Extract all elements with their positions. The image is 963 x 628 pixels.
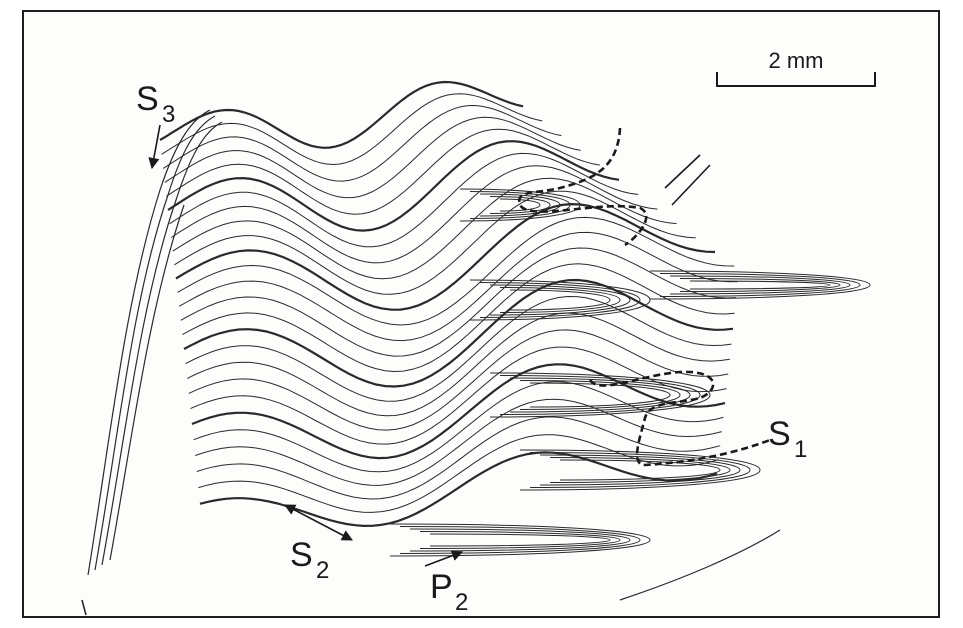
fold-layer-line — [163, 106, 561, 182]
fold-layer-line — [184, 280, 733, 387]
p2-arrow — [425, 552, 462, 566]
label-s1: S 1 — [768, 415, 807, 463]
fold-layer-line — [176, 204, 715, 310]
s3-trace-right — [665, 155, 710, 205]
fold-layer-line — [430, 534, 610, 546]
fold-layer-line — [160, 82, 523, 148]
label-p2: P 2 — [425, 552, 468, 616]
fold-layer-line — [690, 281, 830, 289]
p2-label-main: P — [430, 568, 453, 606]
fold-layer-line — [170, 153, 639, 246]
fold-layer-line — [189, 330, 728, 430]
p2-trace — [620, 530, 780, 600]
scale-bar: 2 mm — [717, 48, 875, 86]
fold-layer-line — [181, 248, 736, 356]
fold-layer-lines — [160, 82, 870, 556]
fold-layer-line — [520, 450, 760, 490]
fold-layer-line — [162, 94, 543, 165]
fold-layer-line — [187, 313, 730, 416]
scale-bar-label: 2 mm — [769, 48, 824, 73]
left-limb-lines — [82, 110, 222, 615]
s2-label-sub: 2 — [316, 557, 329, 584]
label-s3: S 3 — [136, 80, 175, 168]
fold-layer-line — [680, 279, 840, 292]
s3-label-sub: 3 — [162, 101, 175, 128]
fold-layer-line — [490, 285, 630, 315]
s1-label-sub: 1 — [794, 436, 807, 463]
fold-layer-line — [173, 178, 677, 278]
s2-label-main: S — [290, 536, 313, 574]
fold-layer-line — [179, 232, 738, 340]
fold-layer-line — [195, 399, 722, 485]
s3-label-main: S — [136, 80, 159, 118]
s1-label-main: S — [768, 415, 791, 453]
s3-arrow — [152, 125, 160, 168]
p2-label-sub: 2 — [455, 589, 468, 616]
